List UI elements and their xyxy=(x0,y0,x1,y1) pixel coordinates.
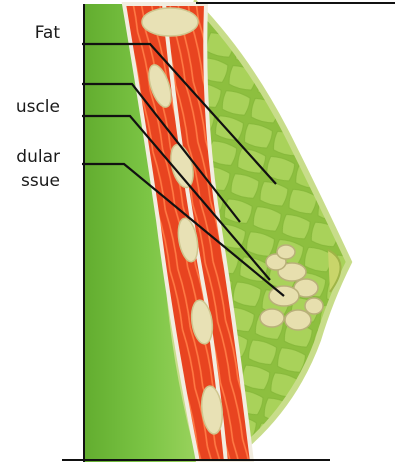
label-glandular-line1: dular xyxy=(16,148,60,167)
label-glandular-line2: ssue xyxy=(21,172,60,191)
label-fat: Fat xyxy=(35,24,60,43)
label-muscle: uscle xyxy=(16,98,60,117)
